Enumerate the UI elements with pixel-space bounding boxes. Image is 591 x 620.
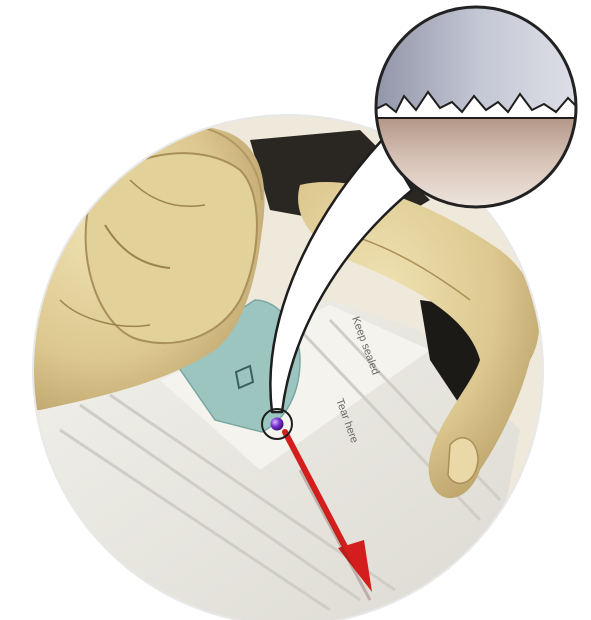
illustration-canvas: Keep sealed Tear here [0, 0, 591, 620]
